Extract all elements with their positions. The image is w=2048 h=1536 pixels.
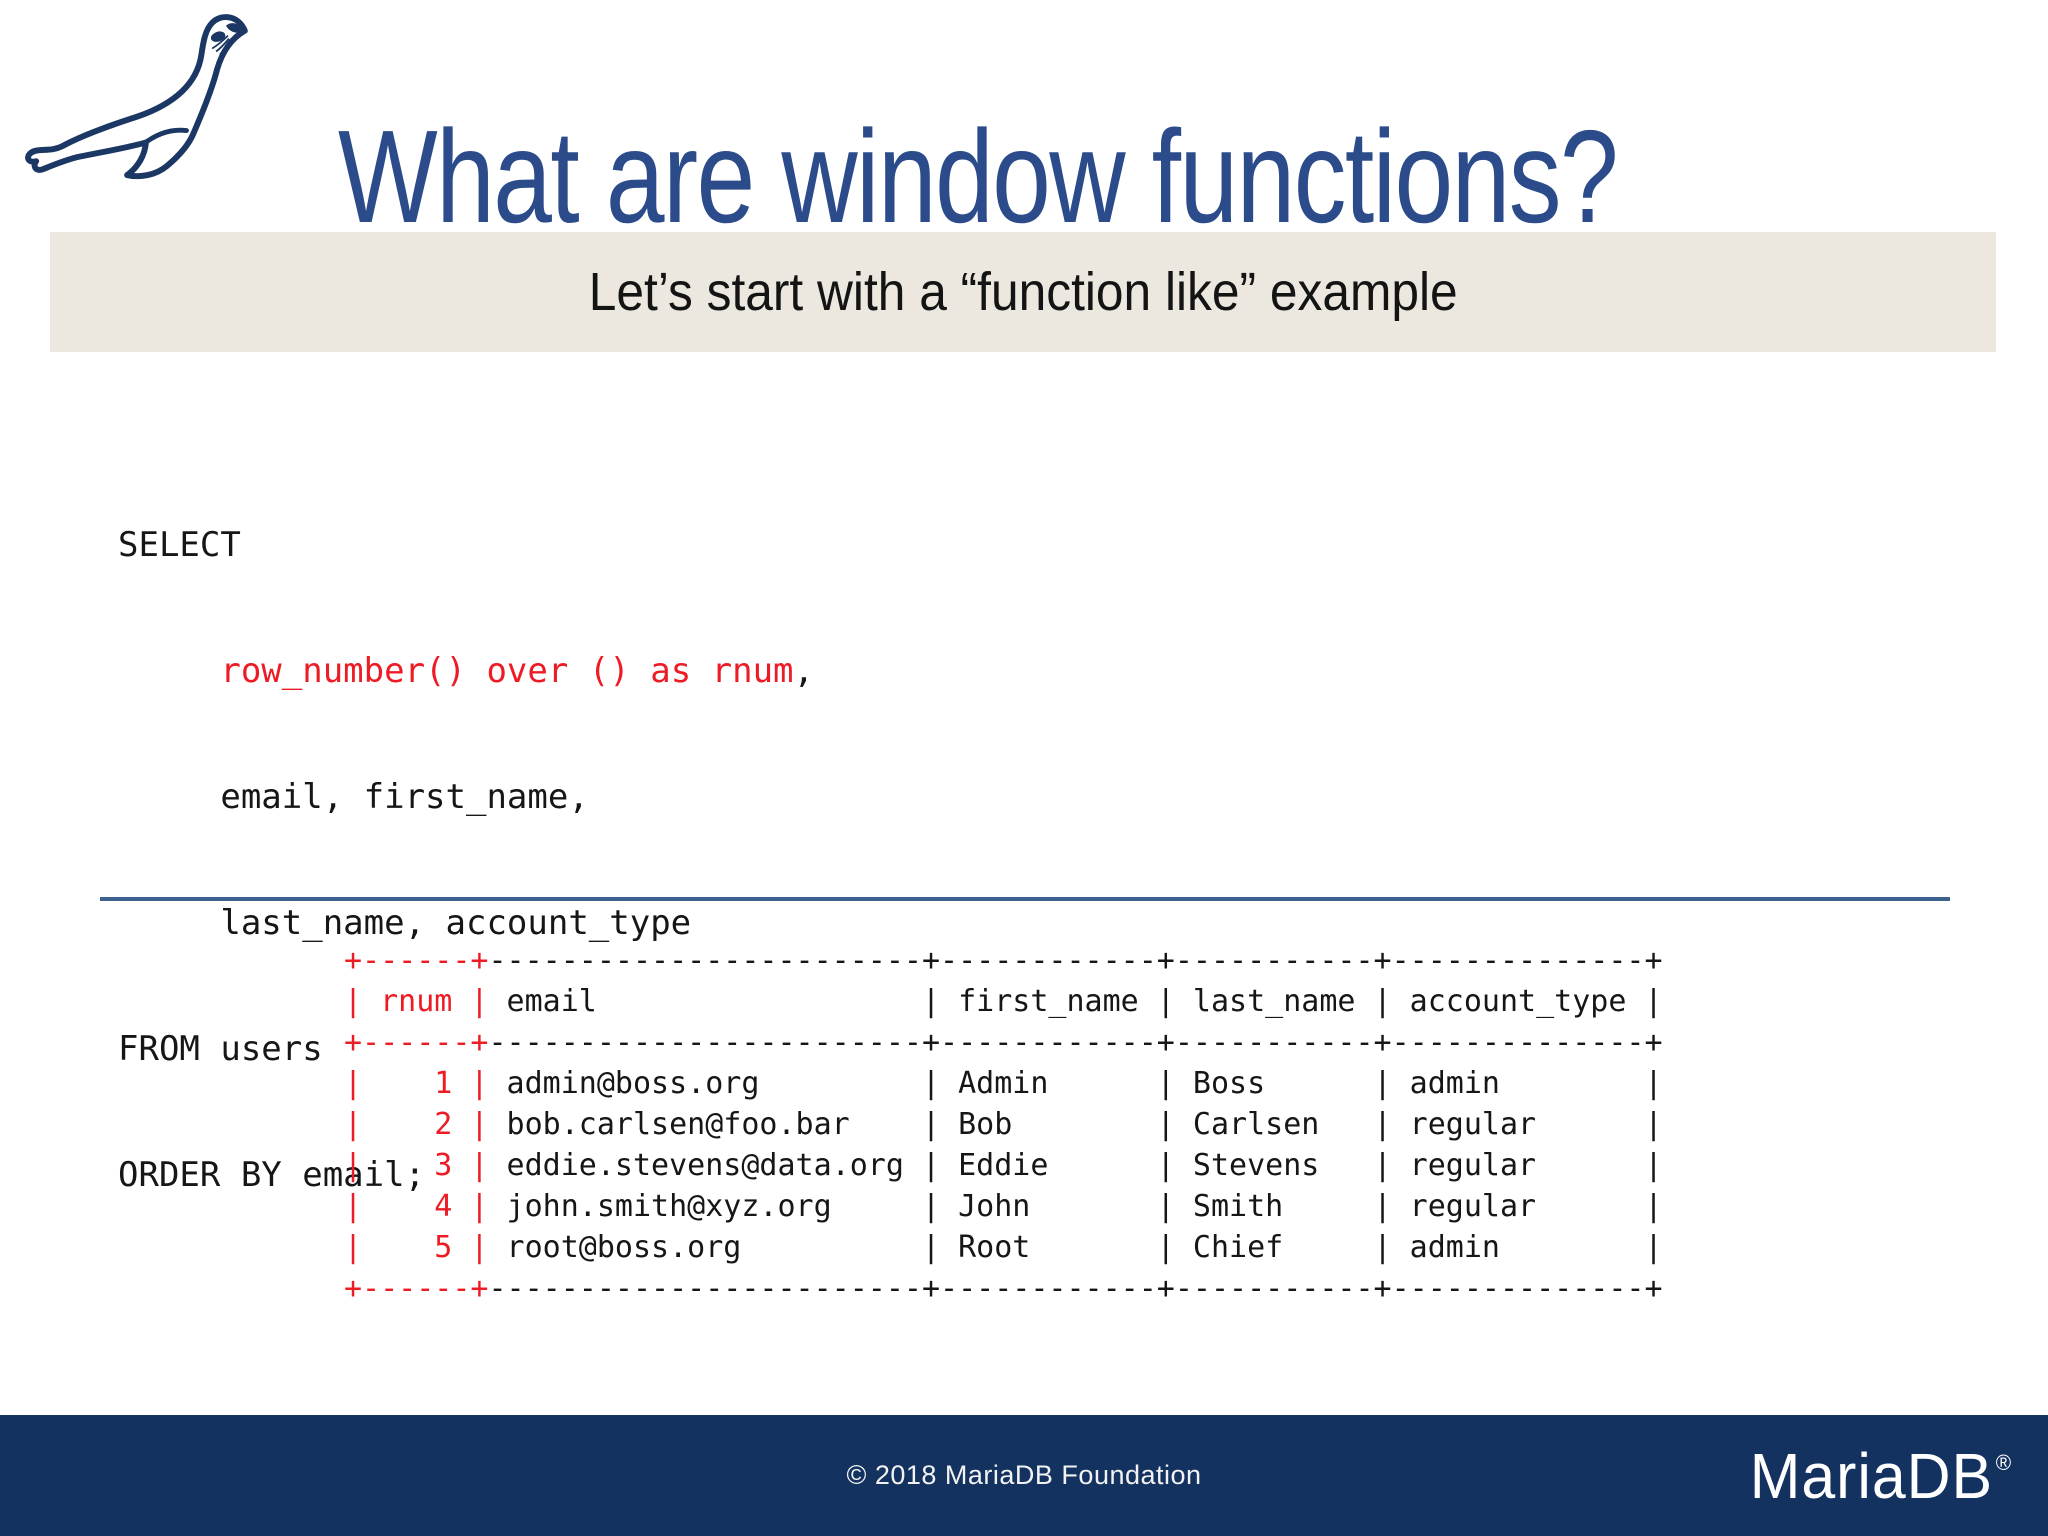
ascii-table-line: | 2 | bob.carlsen@foo.bar | Bob | Carlse… xyxy=(344,1104,1663,1145)
table-segment: john.smith@xyz.org | John | Smith | regu… xyxy=(488,1189,1663,1224)
sql-line: email, first_name, xyxy=(118,776,814,818)
sql-text: SELECT xyxy=(118,525,241,565)
table-segment: email | first_name | last_name | account… xyxy=(488,984,1663,1019)
table-segment: bob.carlsen@foo.bar | Bob | Carlsen | re… xyxy=(488,1107,1663,1142)
ascii-table-line: | rnum | email | first_name | last_name … xyxy=(344,981,1663,1022)
table-segment: ------------------------+------------+--… xyxy=(488,1271,1663,1306)
sql-line: last_name, account_type xyxy=(118,902,814,944)
rnum-column-segment: | 1 | xyxy=(344,1066,489,1101)
brand-name: MariaDB xyxy=(1749,1439,1993,1512)
page-title: What are window functions? xyxy=(338,103,1619,251)
sql-text: last_name, account_type xyxy=(118,903,692,943)
subtitle-text: Let’s start with a “function like” examp… xyxy=(588,262,1458,322)
sql-line: FROM users xyxy=(118,1028,814,1070)
sql-code-block: SELECT row_number() over () as rnum, ema… xyxy=(118,440,814,1280)
sql-text: , xyxy=(793,651,814,691)
table-segment: ------------------------+------------+--… xyxy=(488,1025,1663,1060)
sql-line: row_number() over () as rnum, xyxy=(118,650,814,692)
sql-highlight-text: row_number() over () as rnum xyxy=(220,651,794,691)
rnum-column-segment: | 5 | xyxy=(344,1230,489,1265)
footer-bar: © 2018 MariaDB Foundation MariaDB® xyxy=(0,1415,2048,1536)
sql-indent xyxy=(118,651,220,691)
mariadb-seal-icon xyxy=(25,14,248,180)
ascii-table-line: +------+------------------------+-------… xyxy=(344,940,1663,981)
ascii-table-line: | 3 | eddie.stevens@data.org | Eddie | S… xyxy=(344,1145,1663,1186)
table-segment: root@boss.org | Root | Chief | admin | xyxy=(488,1230,1663,1265)
rnum-column-segment: | 3 | xyxy=(344,1148,489,1183)
table-segment: admin@boss.org | Admin | Boss | admin | xyxy=(488,1066,1663,1101)
rnum-column-segment: | 4 | xyxy=(344,1189,489,1224)
result-table: +------+------------------------+-------… xyxy=(344,940,1663,1309)
sql-line: ORDER BY email; xyxy=(118,1154,814,1196)
subtitle-banner: Let’s start with a “function like” examp… xyxy=(50,232,1996,352)
table-segment: ------------------------+------------+--… xyxy=(488,943,1663,978)
rnum-column-segment: +------+ xyxy=(344,1025,489,1060)
ascii-table-line: | 1 | admin@boss.org | Admin | Boss | ad… xyxy=(344,1063,1663,1104)
sql-text: email, first_name, xyxy=(118,777,589,817)
ascii-table-line: +------+------------------------+-------… xyxy=(344,1268,1663,1309)
sql-text: FROM users xyxy=(118,1029,323,1069)
sql-text: ORDER BY email; xyxy=(118,1155,426,1195)
ascii-table-line: | 4 | john.smith@xyz.org | John | Smith … xyxy=(344,1186,1663,1227)
rnum-column-segment: | rnum | xyxy=(344,984,489,1019)
copyright-text: © 2018 MariaDB Foundation xyxy=(846,1460,1202,1490)
section-divider-line xyxy=(100,897,1950,901)
ascii-table-line: | 5 | root@boss.org | Root | Chief | adm… xyxy=(344,1227,1663,1268)
registered-mark: ® xyxy=(1995,1449,2012,1475)
mariadb-logotype: MariaDB® xyxy=(1750,1439,2012,1513)
rnum-column-segment: | 2 | xyxy=(344,1107,489,1142)
ascii-table-line: +------+------------------------+-------… xyxy=(344,1022,1663,1063)
table-segment: eddie.stevens@data.org | Eddie | Stevens… xyxy=(488,1148,1663,1183)
rnum-column-segment: +------+ xyxy=(344,1271,489,1306)
rnum-column-segment: +------+ xyxy=(344,943,489,978)
sql-line: SELECT xyxy=(118,524,814,566)
